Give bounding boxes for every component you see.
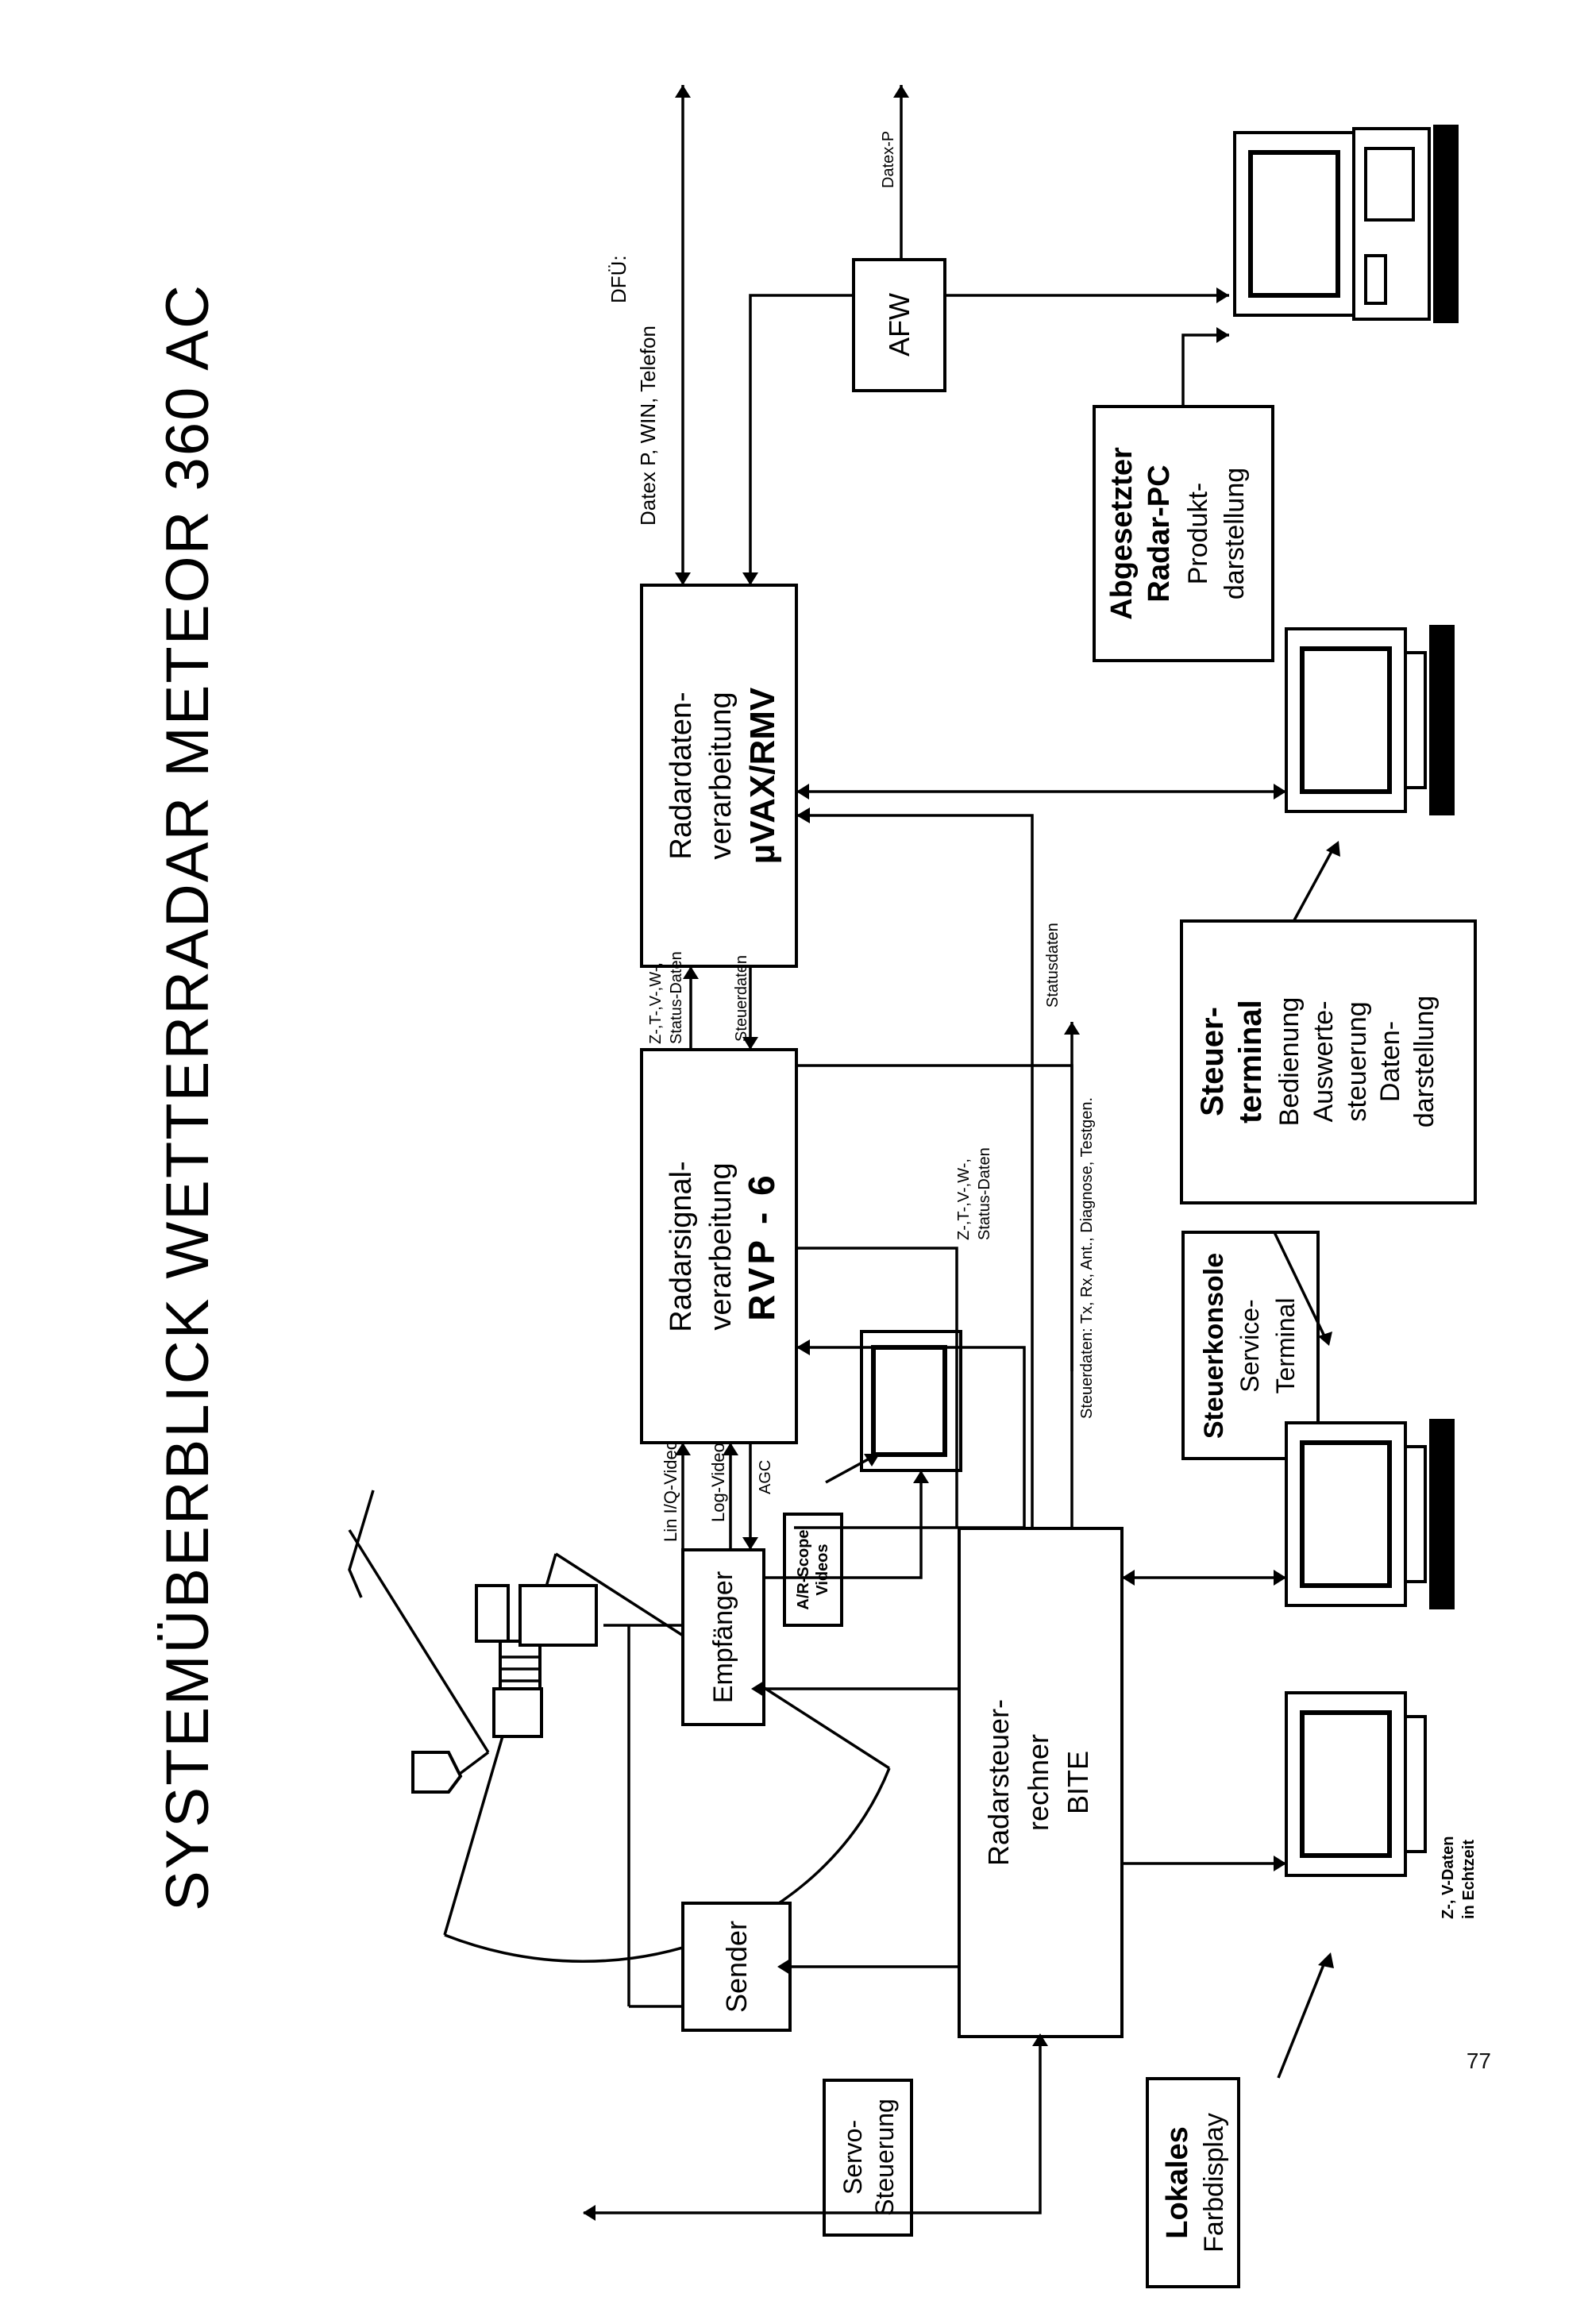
lokales-farbdisplay-label: Lokales Farbdisplay: [1146, 2077, 1240, 2288]
monitor-icon: [1285, 1691, 1427, 1877]
computer-icon: [1233, 125, 1459, 323]
radarsteuerrechner-bite-block: Radarsteuer- rechner BITE: [958, 1527, 1124, 2038]
datex-p-label: Datex-P: [880, 131, 897, 188]
steuerterminal-line-6: Daten-: [1375, 1021, 1405, 1102]
empfaenger-block: Empfänger: [681, 1548, 765, 1726]
ascope-line-2: Videos: [814, 1544, 831, 1595]
rmv-line-2: verarbeitung: [704, 692, 738, 859]
rmv-line-3: µVAX/RMV: [743, 687, 782, 864]
servo-line-2: Steuerung: [870, 2099, 899, 2216]
zv-daten-line-1: Z-, V-Daten: [1440, 1836, 1457, 1919]
abgesetzter-radar-pc-label: Abgesetzter Radar-PC Produkt- darstellun…: [1093, 405, 1274, 662]
ztvw-status-2-line-2: Status-Daten: [976, 1147, 993, 1240]
abgesetzter-line-3: Produkt-: [1183, 483, 1213, 585]
empfaenger-label: Empfänger: [708, 1571, 738, 1703]
ascope-line-1: A/R-Scope: [795, 1529, 812, 1609]
ztvw-status-2-line-1: Z-,T-,V-,W-,: [955, 1158, 973, 1240]
rvp-line-2: verarbeitung: [704, 1162, 738, 1330]
lin-iq-label: Lin I/Q-Video: [661, 1440, 680, 1542]
zv-daten-line-2: in Echtzeit: [1460, 1840, 1478, 1919]
rvp6-block: Radarsignal- verarbeitung RVP - 6: [640, 1048, 798, 1444]
ztvw-status-1-line-1: Z-,T-,V-,W-,: [647, 962, 665, 1044]
steuerkonsole-line-1: Steuerkonsole: [1199, 1253, 1229, 1439]
lokales-line-1: Lokales: [1161, 2126, 1194, 2239]
dfue-line-2: Datex P, WIN, Telefon: [636, 326, 660, 526]
steuerkonsole-line-2: Service-: [1235, 1299, 1264, 1392]
steuerterminal-line-1: Steuer-: [1195, 1007, 1230, 1116]
connections: [583, 85, 1340, 2221]
steuerterminal-line-7: darstellung: [1409, 996, 1440, 1127]
steuerdaten-label: Steuerdaten: [733, 955, 750, 1042]
abgesetzter-line-2: Radar-PC: [1143, 464, 1176, 602]
steuerkonsole-label: Steuerkonsole Service- Terminal: [1181, 1231, 1320, 1460]
steuerkonsole-line-3: Terminal: [1271, 1298, 1300, 1394]
abgesetzter-line-1: Abgesetzter: [1105, 447, 1139, 620]
agc-label: AGC: [757, 1460, 774, 1494]
afw-label: AFW: [883, 293, 915, 357]
signal-labels: Lin I/Q-Video Log-Video AGC Z-,T-,V-,W-,…: [607, 131, 1478, 1919]
page-number: 77: [1466, 2048, 1491, 2073]
rmv-line-1: Radardaten-: [665, 692, 698, 859]
bite-line-3: BITE: [1062, 1751, 1094, 1814]
log-video-label: Log-Video: [708, 1443, 728, 1522]
sender-block: Sender: [681, 1902, 792, 2032]
monitor-icon: [1285, 1419, 1455, 1609]
rvp-line-1: Radarsignal-: [665, 1161, 698, 1332]
monitor-icon: [1285, 625, 1455, 815]
dfue-line-1: DFÜ:: [607, 255, 630, 303]
sender-label: Sender: [720, 1921, 753, 2013]
lokales-line-2: Farbdisplay: [1199, 2113, 1229, 2253]
steuerdaten-tx-label: Steuerdaten: Tx, Rx, Ant., Diagnose, Tes…: [1078, 1097, 1096, 1419]
steuerterminal-line-3: Bedienung: [1274, 997, 1305, 1127]
bite-line-1: Radarsteuer-: [982, 1699, 1015, 1866]
steuerterminal-line-5: steuerung: [1342, 1001, 1372, 1121]
diagram-title: SYSTEMÜBERBLICK WETTERRADAR METEOR 360 A…: [154, 283, 222, 1911]
bite-line-2: rechner: [1022, 1734, 1054, 1831]
steuerterminal-line-4: Auswerte-: [1309, 1000, 1339, 1122]
servo-steuerung-block: Servo- Steuerung: [823, 2079, 913, 2237]
abgesetzter-line-4: darstellung: [1220, 468, 1250, 599]
statusdaten-label: Statusdaten: [1044, 923, 1062, 1008]
rmv-block: Radardaten- verarbeitung µVAX/RMV: [640, 584, 798, 968]
afw-block: AFW: [852, 258, 946, 392]
steuerterminal-line-2: terminal: [1233, 1000, 1268, 1123]
monitor-icon: [860, 1330, 962, 1472]
servo-line-1: Servo-: [838, 2120, 867, 2195]
radar-antenna-icon: [348, 1490, 891, 1964]
rvp-line-3: RVP - 6: [741, 1172, 782, 1320]
ascope-label: A/R-Scope Videos: [783, 1513, 843, 1627]
steuerterminal-label: Steuer- terminal Bedienung Auswerte- ste…: [1180, 919, 1477, 1204]
ztvw-status-1-line-2: Status-Daten: [668, 951, 685, 1044]
